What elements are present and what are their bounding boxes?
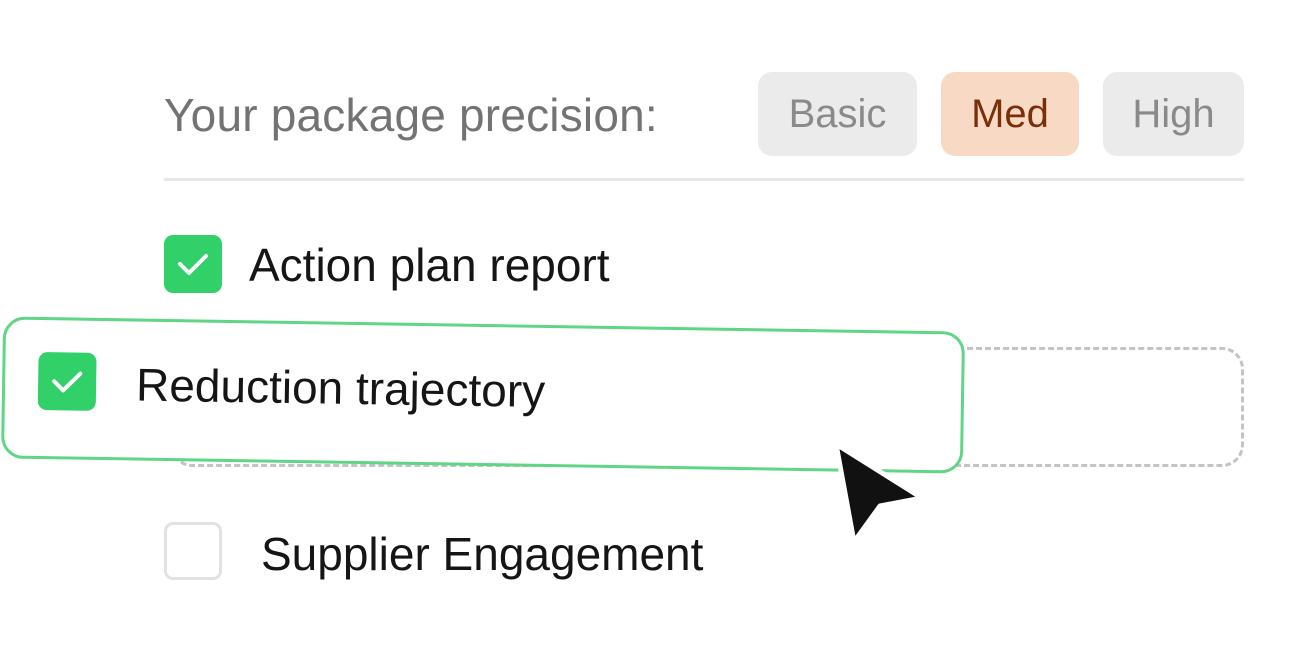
- mouse-pointer-icon: [833, 441, 925, 545]
- precision-option-high[interactable]: High: [1103, 72, 1244, 156]
- divider: [164, 178, 1244, 181]
- reduction-trajectory-drag-card[interactable]: Reduction trajectory: [0, 316, 966, 474]
- precision-option-med[interactable]: Med: [941, 72, 1079, 156]
- reduction-trajectory-label: Reduction trajectory: [135, 358, 546, 417]
- reduction-trajectory-checkbox[interactable]: [37, 352, 97, 411]
- precision-option-basic[interactable]: Basic: [758, 72, 917, 156]
- check-icon: [52, 371, 83, 393]
- action-plan-report-label: Action plan report: [249, 239, 610, 291]
- precision-selector: Your package precision: Basic Med High: [164, 72, 1244, 156]
- action-plan-report-checkbox[interactable]: [164, 235, 222, 293]
- precision-label: Your package precision:: [164, 89, 658, 141]
- supplier-engagement-label: Supplier Engagement: [261, 528, 704, 580]
- supplier-engagement-checkbox[interactable]: [164, 522, 222, 580]
- check-icon: [178, 254, 208, 275]
